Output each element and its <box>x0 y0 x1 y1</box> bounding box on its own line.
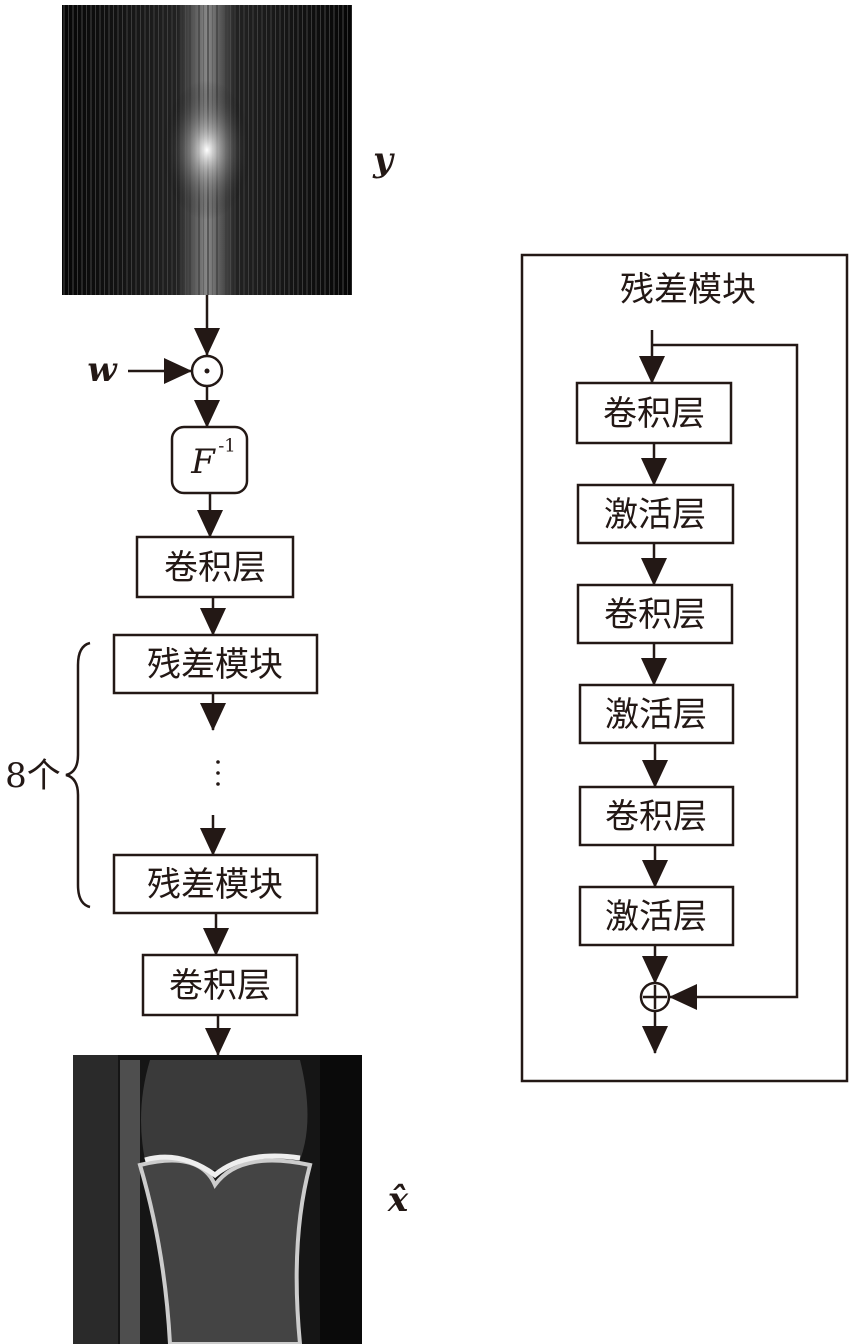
kspace-image <box>62 5 352 295</box>
brace <box>65 641 91 909</box>
panel-title: 残差模块 <box>620 270 756 310</box>
layer-box-2: 激活层 <box>576 483 735 545</box>
conv-layer-box-2: 卷积层 <box>141 953 299 1017</box>
layer-box-6: 激活层 <box>578 885 735 947</box>
residual-block-box-first: 残差模块 <box>112 633 319 695</box>
layer-box-3: 卷积层 <box>576 583 734 645</box>
residual-block-detail-panel: 残差模块 卷积层 激活层 卷积层 激活层 卷积层 激活层 <box>520 253 849 1083</box>
layer-box-1: 卷积层 <box>575 381 733 445</box>
svg-text:-1: -1 <box>218 436 236 457</box>
residual-block-box-last: 残差模块 <box>112 853 319 915</box>
ellipsis-dots <box>216 760 220 786</box>
knee-mri-output-image <box>73 1055 362 1344</box>
weight-label-w: w <box>87 350 118 390</box>
svg-text:残差模块: 残差模块 <box>147 865 283 905</box>
elementwise-multiply-icon <box>190 354 224 388</box>
svg-text:激活层: 激活层 <box>605 897 707 937</box>
repeat-count-label: 8个 <box>5 756 61 796</box>
svg-text:激活层: 激活层 <box>605 695 707 735</box>
svg-text:卷积层: 卷积层 <box>603 394 705 434</box>
svg-text:卷积层: 卷积层 <box>604 595 706 635</box>
svg-text:卷积层: 卷积层 <box>169 966 271 1006</box>
input-label-y: y <box>372 140 395 180</box>
skip-connection <box>652 343 799 1010</box>
svg-text:F: F <box>190 442 216 482</box>
svg-text:卷积层: 卷积层 <box>605 797 707 837</box>
svg-text:残差模块: 残差模块 <box>147 645 283 685</box>
layer-box-5: 卷积层 <box>578 785 735 847</box>
conv-layer-box-1: 卷积层 <box>135 535 295 599</box>
output-label-xhat: x̂ <box>387 1180 409 1220</box>
svg-text:卷积层: 卷积层 <box>164 548 266 588</box>
layer-box-4: 激活层 <box>578 683 735 745</box>
add-icon <box>639 981 671 1013</box>
svg-text:激活层: 激活层 <box>604 495 706 535</box>
inverse-fourier-box: F -1 <box>170 425 249 495</box>
